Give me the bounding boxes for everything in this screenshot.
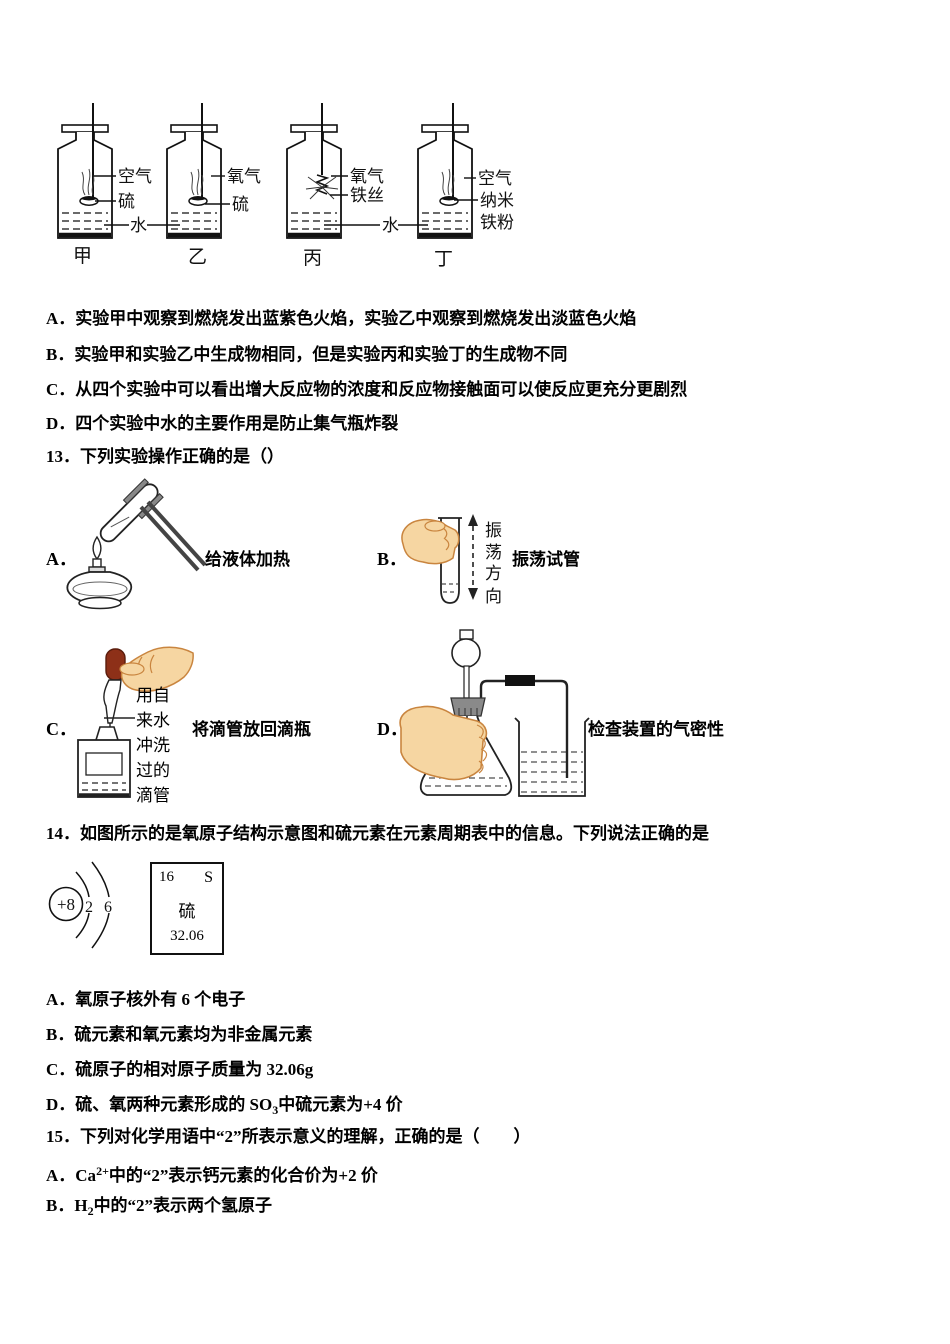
hand-illustration (401, 518, 460, 565)
q13-option-b-caption: 振荡试管 (512, 550, 580, 569)
note-line: 用自 (136, 686, 170, 705)
q15-option-b-pre: B．H (46, 1196, 88, 1215)
q13-heading: 13．下列实验操作正确的是（） (46, 447, 284, 466)
gas-bottle-ding (418, 102, 472, 238)
bottles-figure: 空气 硫 水 氧气 硫 氧气 铁丝 水 空气 纳米 铁粉 甲 乙 丙 丁 (40, 102, 514, 270)
q14-option-b: B．硫元素和氧元素均为非金属元素 (46, 1025, 313, 1044)
glass-tube (479, 679, 569, 778)
q14-option-d-pre: D．硫、氧两种元素形成的 SO (46, 1095, 273, 1114)
rubber-stopper (450, 697, 486, 717)
shell1-electrons: 2 (85, 899, 93, 916)
element-symbol: S (204, 869, 213, 886)
q12-option-c: C．从四个实验中可以看出增大反应物的浓度和反应物接触面可以使反应更充分更剧烈 (46, 380, 688, 399)
q14-option-c: C．硫原子的相对原子质量为 32.06g (46, 1060, 314, 1079)
hand-illustration (119, 646, 194, 692)
q12-option-b: B．实验甲和实验乙中生成物相同，但是实验丙和实验丁的生成物不同 (46, 345, 568, 364)
caption-jia: 甲 (73, 246, 92, 267)
q13-option-b-letter: B． (377, 549, 408, 569)
element-cell: 16 S 硫 32.06 (150, 862, 224, 955)
q14-option-d-sub: 3 (272, 1103, 279, 1117)
dropper-glass (103, 679, 122, 724)
test-tube-tilted (99, 478, 164, 543)
nucleus (48, 886, 84, 922)
label-yi-gas: 氧气 (227, 167, 261, 186)
hand-illustration (399, 705, 488, 781)
label-bing-item: 铁丝 (350, 186, 384, 205)
electron-shells (75, 861, 110, 949)
q13-option-c-caption: 将滴管放回滴瓶 (192, 720, 311, 739)
separating-funnel (451, 629, 481, 699)
shake-tube-figure: 振 荡 方 向 (401, 514, 506, 606)
label-yi-item: 硫 (232, 195, 249, 214)
note-line: 滴管 (136, 786, 170, 805)
beaker (514, 717, 590, 797)
dropper-note-text: 用自 来水 冲洗 过的 滴管 (136, 683, 176, 808)
q13-option-a-caption: 给液体加热 (205, 550, 290, 569)
q15-option-a-sup: 2+ (96, 1164, 109, 1178)
gas-bottle-bing (287, 102, 341, 238)
air-tightness-figure (399, 629, 590, 797)
note-line: 冲洗 (136, 736, 170, 755)
tube-liquid (442, 583, 458, 593)
q14-heading: 14．如图所示的是氧原子结构示意图和硫元素在元素周期表中的信息。下列说法正确的是 (46, 824, 709, 843)
dropper-figure (77, 646, 194, 798)
label-jia-gas: 空气 (118, 167, 152, 186)
clamp-handle (139, 500, 207, 572)
label-ding-item2: 铁粉 (480, 213, 514, 232)
caption-bing: 丙 (303, 248, 322, 269)
shell2-electrons: 6 (104, 899, 112, 916)
leader-lines (92, 175, 478, 226)
label-jia-item: 硫 (118, 192, 135, 211)
label-water-right: 水 (382, 216, 399, 235)
label-bing-gas: 氧气 (350, 167, 384, 186)
q12-option-a: A．实验甲中观察到燃烧发出蓝紫色火焰，实验乙中观察到燃烧发出淡蓝色火焰 (46, 309, 637, 328)
shake-direction-text: 振 荡 方 向 (485, 521, 506, 606)
gas-bottle-yi (167, 102, 221, 238)
q13-option-c-letter: C． (46, 719, 77, 739)
q12-option-d: D．四个实验中水的主要作用是防止集气瓶炸裂 (46, 414, 399, 433)
q15-option-b: B．H2中的“2”表示两个氢原子 (46, 1196, 272, 1221)
q14-option-d-post: 中硫元素为+4 价 (278, 1095, 403, 1114)
element-mass: 32.06 (170, 928, 204, 944)
q13-option-a-letter: A． (46, 549, 77, 569)
label-ding-gas: 空气 (478, 169, 512, 188)
gas-bottle-jia (58, 102, 112, 238)
q15-option-a-pre: A．Ca (46, 1166, 97, 1185)
q15-option-a: A．Ca2+中的“2”表示钙元素的化合价为+2 价 (46, 1161, 378, 1186)
q13-option-d-caption: 检查装置的气密性 (588, 720, 724, 739)
atom-structure-diagram: +8 2 6 (48, 861, 112, 949)
shake-direction-arrow (468, 514, 478, 600)
heating-liquid-figure (66, 478, 207, 610)
dropper-bottle (77, 726, 131, 798)
label-water-left: 水 (130, 216, 147, 235)
q14-option-d: D．硫、氧两种元素形成的 SO3中硫元素为+4 价 (46, 1095, 403, 1120)
q15-option-a-post: 中的“2”表示钙元素的化合价为+2 价 (108, 1166, 378, 1185)
q15-option-b-sub: 2 (87, 1204, 94, 1218)
caption-ding: 丁 (434, 249, 453, 270)
q15-option-b-post: 中的“2”表示两个氢原子 (93, 1196, 273, 1215)
rubber-connector (505, 675, 535, 686)
caption-yi: 乙 (188, 247, 207, 268)
note-line: 来水 (136, 711, 170, 730)
alcohol-lamp (66, 535, 133, 610)
element-name: 硫 (178, 902, 196, 921)
q14-option-a: A．氧原子核外有 6 个电子 (46, 990, 246, 1009)
note-line: 过的 (136, 761, 170, 780)
atomic-number: 16 (159, 869, 174, 885)
label-ding-item1: 纳米 (480, 191, 514, 210)
q15-heading: 15．下列对化学用语中“2”所表示意义的理解，正确的是（ ） (46, 1127, 531, 1146)
nucleus-charge: +8 (57, 895, 75, 914)
